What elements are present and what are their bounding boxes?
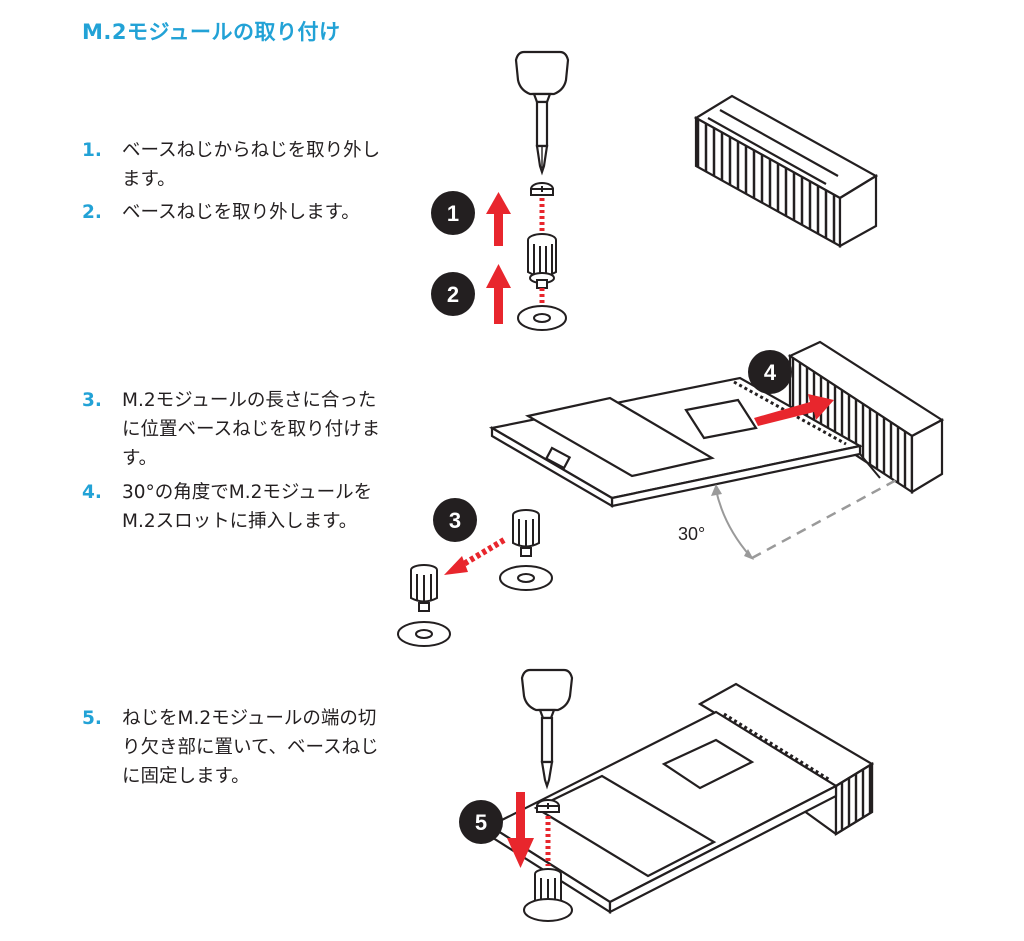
step-badge-2: 2 — [431, 272, 475, 316]
step-number: 4. — [82, 482, 102, 503]
m2-slot-icon — [693, 94, 879, 248]
washer-icon — [523, 898, 573, 922]
angle-guide-line — [751, 476, 901, 560]
step-text: M.2モジュールの長さに合ったに位置ベースねじを取り付けます。 — [122, 390, 381, 469]
step-badge-5: 5 — [459, 800, 503, 844]
step-5: 5. ねじをM.2モジュールの端の切り欠き部に置いて、ベースねじに固定します。 — [82, 704, 382, 791]
badge-label: 1 — [447, 201, 459, 226]
angle-arc — [715, 489, 751, 557]
badge-label: 3 — [449, 508, 461, 533]
step-badge-1: 1 — [431, 191, 475, 235]
arrow-up-icon — [486, 192, 511, 246]
step-text: 30°の角度でM.2モジュールをM.2スロットに挿入します。 — [122, 482, 373, 532]
washer-icon — [397, 621, 451, 647]
step-badge-4: 4 — [748, 350, 792, 394]
arrow-down-icon — [507, 792, 534, 868]
arrowhead — [711, 484, 722, 496]
step-number: 2. — [82, 202, 102, 223]
screwdriver-icon — [514, 50, 570, 176]
step-number: 1. — [82, 140, 102, 161]
washer-icon — [499, 565, 553, 591]
washer-icon — [517, 305, 567, 331]
move-dotted-line — [460, 537, 506, 568]
screw-icon — [536, 799, 560, 813]
step-text: ねじをM.2モジュールの端の切り欠き部に置いて、ベースねじに固定します。 — [122, 708, 379, 787]
badge-label: 5 — [475, 810, 487, 835]
step-badge-3: 3 — [433, 498, 477, 542]
step-3: 3. M.2モジュールの長さに合ったに位置ベースねじを取り付けます。 — [82, 386, 382, 473]
arrowhead — [744, 549, 754, 560]
screw-icon — [530, 182, 554, 196]
standoff-icon — [512, 509, 540, 557]
step-1: 1. ベースねじからねじを取り外します。 — [82, 136, 382, 194]
standoff-icon — [410, 564, 438, 612]
badge-label: 4 — [764, 360, 777, 385]
step-text: ベースねじを取り外します。 — [122, 202, 360, 223]
step-4: 4. 30°の角度でM.2モジュールをM.2スロットに挿入します。 — [82, 478, 382, 536]
step-2: 2. ベースねじを取り外します。 — [82, 198, 382, 227]
angle-label: 30° — [678, 524, 705, 544]
m2-slot-icon — [697, 682, 875, 836]
screwdriver-icon — [520, 668, 574, 790]
arrow-up-icon — [486, 264, 511, 324]
arrow-insert-icon — [754, 394, 834, 426]
step-number: 5. — [82, 708, 102, 729]
m2-slot-icon — [787, 340, 945, 495]
arrowhead — [444, 556, 468, 575]
step-number: 3. — [82, 390, 102, 411]
badge-label: 2 — [447, 282, 459, 307]
page-title: M.2モジュールの取り付け — [82, 20, 341, 44]
m2-module-icon — [488, 376, 864, 508]
step-text: ベースねじからねじを取り外します。 — [122, 140, 381, 190]
standoff-icon — [527, 233, 557, 289]
